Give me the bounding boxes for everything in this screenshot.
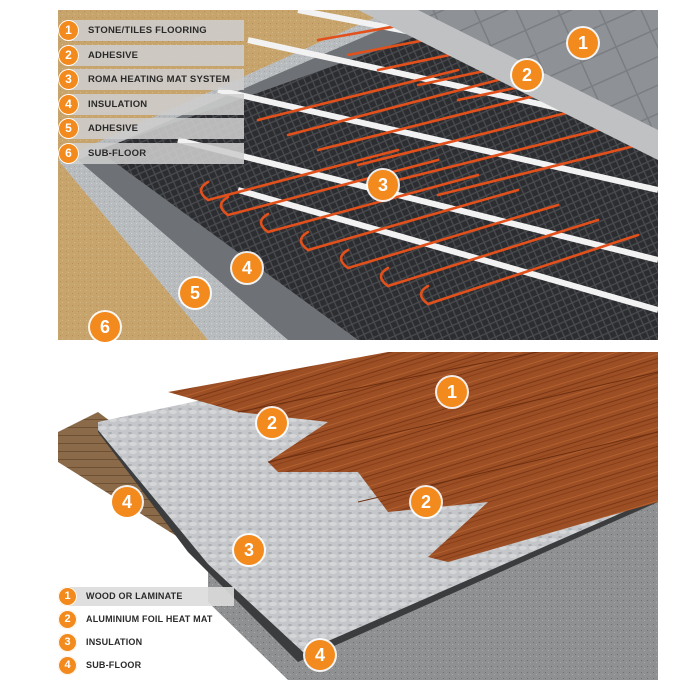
legend-item-background [68,587,234,606]
callout-foil-mat-left: 2 [257,408,287,438]
callout-lower-adhesive: 5 [180,278,210,308]
legend-number-badge: 3 [58,633,77,652]
legend-number-badge: 4 [58,656,77,675]
laminate-floor-illustration [58,352,658,680]
callout-subfloor: 6 [90,312,120,342]
callout-joists: 4 [112,487,142,517]
callout-concrete: 4 [305,640,335,670]
callout-adhesive: 2 [512,60,542,90]
legend-number-badge: 6 [58,142,79,164]
legend-label: ROMA HEATING MAT SYSTEM [88,74,231,85]
legend-label: ADHESIVE [88,49,139,61]
legend-item-background [68,93,244,115]
callout-tiles: 1 [568,28,598,58]
legend-item-background [68,142,244,164]
laminate-floor-heating-diagram [58,352,658,680]
legend-item-background [68,69,244,90]
legend-item-background [68,118,244,139]
callout-heating-mat: 3 [368,170,398,200]
legend-number-badge: 4 [58,93,79,115]
callout-foil-mat-right: 2 [411,487,441,517]
laminate-planks [168,352,658,562]
legend-number-badge: 1 [58,20,79,41]
callout-wood: 1 [437,377,467,407]
legend-label: INSULATION [88,98,148,110]
legend-item-background [68,20,244,41]
legend-label: ADHESIVE [88,123,139,134]
legend-label: ALUMINIUM FOIL HEAT MAT [86,614,213,624]
legend-label: WOOD OR LAMINATE [86,591,183,601]
legend-number-badge: 5 [58,118,79,139]
legend-number-badge: 2 [58,44,79,66]
plank-seams [237,352,658,503]
legend-label: SUB-FLOOR [86,660,142,670]
legend-number-badge: 3 [58,69,79,90]
legend-label: INSULATION [86,637,143,647]
legend-number-badge: 1 [58,587,77,606]
callout-insulation: 4 [232,253,262,283]
callout-insulation: 3 [234,535,264,565]
legend-number-badge: 2 [58,610,77,629]
legend-label: SUB-FLOOR [88,147,147,159]
legend-label: STONE/TILES FLOORING [88,25,207,36]
legend-item-background [68,44,244,66]
